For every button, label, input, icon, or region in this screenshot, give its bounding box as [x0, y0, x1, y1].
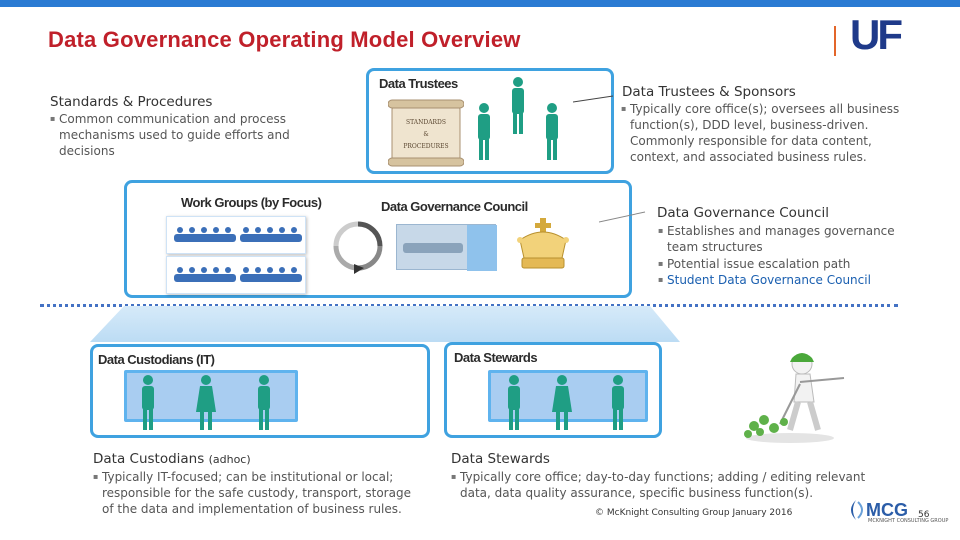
mcg-brand-sub: MCKNIGHT CONSULTING GROUP	[868, 518, 949, 524]
trustee-figure	[512, 77, 524, 134]
stewards-heading: Data Stewards	[451, 451, 550, 467]
trustees-pointer-line	[573, 95, 614, 103]
trustees-bullet: Typically core office(s); oversees all b…	[621, 101, 907, 165]
standards-bullet: Common communication and process mechani…	[50, 111, 310, 159]
gardener-illustration	[744, 353, 845, 443]
council-pointer-line	[599, 211, 646, 223]
scroll-text-3: PROCEDURES	[403, 143, 448, 150]
top-accent-bar	[0, 0, 960, 7]
stewards-bullet: Typically core office; day-to-day functi…	[451, 469, 881, 501]
council-label: Data Governance Council	[381, 199, 528, 214]
custodians-heading-suffix: (adhoc)	[208, 453, 251, 466]
custodian-figures	[142, 375, 270, 430]
logo-divider	[834, 26, 836, 56]
cycle-arrows-icon	[333, 221, 383, 274]
mcg-logo-icon	[851, 500, 863, 520]
council-meeting-photo	[396, 224, 497, 271]
scroll-text-2: &	[423, 131, 429, 138]
trustee-figures	[478, 77, 558, 160]
work-group-people-icons	[174, 227, 302, 282]
level-transition-shape	[90, 306, 680, 342]
uf-logo: UF	[850, 11, 903, 58]
council-bullet-2: Potential issue escalation path	[658, 256, 908, 272]
council-bullet-3: Student Data Governance Council	[658, 272, 908, 288]
council-bullet-1: Establishes and manages governance team …	[658, 223, 908, 255]
work-groups-label: Work Groups (by Focus)	[181, 195, 322, 210]
divider-dotted-line	[40, 304, 898, 307]
page-number: 56	[918, 510, 930, 520]
standards-heading: Standards & Procedures	[50, 94, 213, 110]
data-trustees-label: Data Trustees	[379, 76, 458, 91]
council-heading: Data Governance Council	[657, 205, 829, 221]
crown-icon	[517, 218, 569, 269]
copyright-footer: © McKnight Consulting Group January 2016	[595, 508, 793, 518]
custodians-heading-text: Data Custodians	[93, 451, 205, 467]
steward-figures	[508, 375, 624, 430]
custodians-bullet: Typically IT-focused; can be institution…	[93, 469, 423, 517]
trustee-figure	[546, 103, 558, 160]
page-title: Data Governance Operating Model Overview	[48, 27, 521, 52]
trustee-figure	[478, 103, 490, 160]
scroll-text-1: STANDARDS	[406, 119, 446, 126]
trustees-heading: Data Trustees & Sponsors	[622, 84, 796, 100]
mcg-brand: MCG	[866, 500, 908, 520]
custodians-label: Data Custodians (IT)	[98, 352, 215, 367]
scroll-icon: STANDARDS & PROCEDURES	[388, 99, 464, 167]
stewards-label: Data Stewards	[454, 350, 538, 365]
custodians-heading: Data Custodians (adhoc)	[93, 451, 251, 467]
